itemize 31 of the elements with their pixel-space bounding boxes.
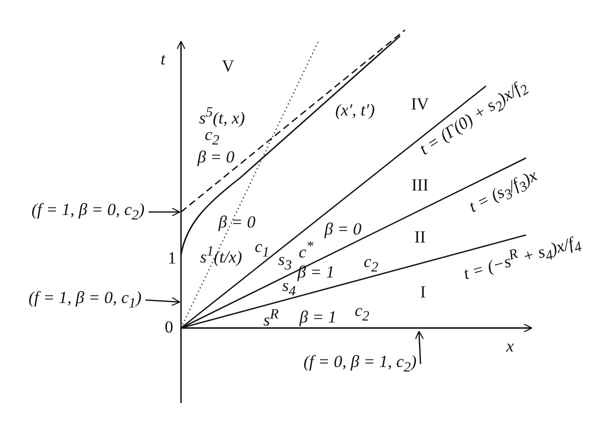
region-numeral: V (222, 58, 234, 74)
math-label: s$_{3}$ (278, 251, 292, 273)
math-label: c$^{*}$ (298, 240, 314, 260)
axis-label: t (160, 50, 166, 68)
tick-label: 0 (164, 318, 174, 336)
math-label: s$^{5}$(t, x) (199, 106, 245, 126)
math-label: c$_{1}$ (254, 238, 270, 260)
region-numeral: IV (411, 96, 429, 112)
condition-label: (f = 1, β = 0, c$_{2}$) (31, 201, 145, 223)
math-label: β = 0 (324, 220, 362, 238)
region-numeral: II (414, 228, 426, 246)
math-label: β = 0 (198, 148, 234, 166)
region-numeral: I (420, 284, 426, 300)
math-label: c$_{2}$ (364, 253, 378, 275)
math-label: s$^{1}$(t/x) (200, 244, 242, 266)
arrow (148, 207, 180, 217)
math-label: β = 1 (300, 308, 336, 326)
tick-label: 1 (168, 250, 176, 266)
condition-label: (f = 1, β = 0, c$_{1}$) (28, 289, 142, 311)
math-label: β = 0 (218, 214, 256, 230)
math-label: s$_{4}$ (282, 277, 296, 299)
arrow (414, 330, 424, 364)
math-label: β = 1 (298, 264, 334, 280)
math-label: s$^{R}$ (263, 308, 279, 328)
math-label: c$_{2}$ (204, 126, 220, 148)
region-numeral: III (412, 176, 428, 194)
math-label: c$_{2}$ (354, 302, 370, 324)
axis-label: x (506, 338, 514, 354)
point-label: (x′, t′) (335, 102, 375, 118)
condition-label: (f = 0, β = 1, c$_{2}$) (303, 353, 417, 375)
arrow (146, 297, 180, 306)
